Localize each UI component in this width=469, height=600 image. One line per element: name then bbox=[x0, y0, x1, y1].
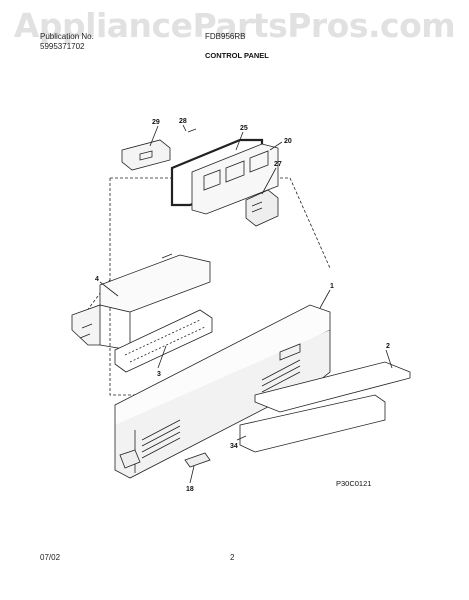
callout-2: 2 bbox=[386, 343, 390, 350]
model-number: FDB956RB bbox=[205, 32, 246, 41]
footer-date: 07/02 bbox=[40, 553, 61, 562]
callout-29: 29 bbox=[152, 119, 160, 126]
callout-3: 3 bbox=[157, 371, 161, 378]
callout-27: 27 bbox=[274, 161, 282, 168]
section-title: CONTROL PANEL bbox=[205, 51, 269, 60]
callout-18: 18 bbox=[186, 486, 194, 493]
watermark-text: AppliancePartsPros.com bbox=[13, 6, 456, 45]
callout-28: 28 bbox=[179, 118, 187, 125]
footer-page-number: 2 bbox=[230, 553, 235, 562]
callout-25: 25 bbox=[240, 125, 248, 132]
publication-label: Publication No. bbox=[40, 32, 94, 41]
callout-20: 20 bbox=[284, 138, 292, 145]
figure-code: P30C0121 bbox=[336, 479, 371, 488]
publication-number: 5995371702 bbox=[40, 42, 85, 51]
callout-34: 34 bbox=[230, 443, 238, 450]
callout-1: 1 bbox=[330, 283, 334, 290]
callout-4: 4 bbox=[95, 276, 99, 283]
